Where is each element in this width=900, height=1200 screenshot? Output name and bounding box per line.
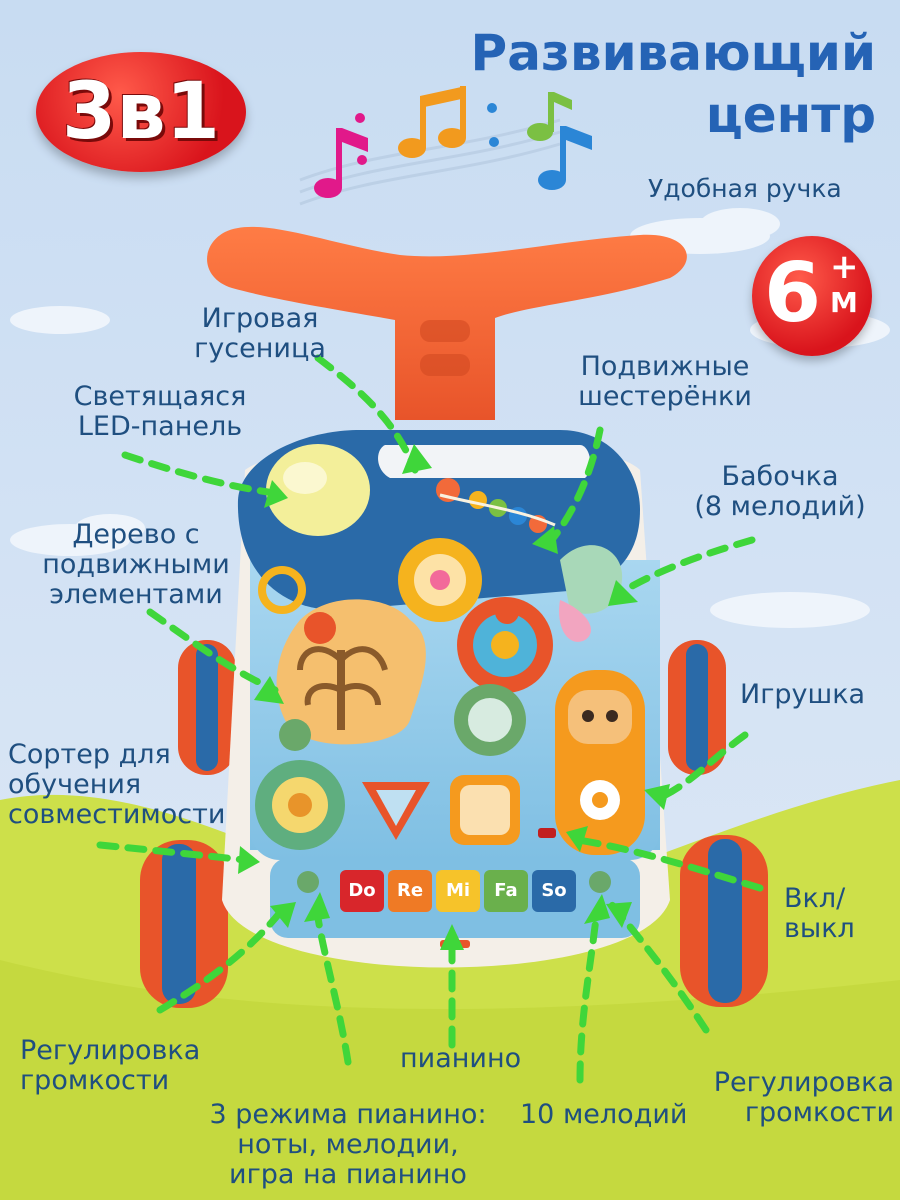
piano-key-so: So xyxy=(532,870,576,912)
wheels xyxy=(140,640,768,1008)
piano-key-re: Re xyxy=(388,870,432,912)
piano-key-do: Do xyxy=(340,870,384,912)
badge-3in1: 3в1 xyxy=(36,52,246,172)
label-melodies: 10 мелодий xyxy=(520,1099,688,1130)
badge-3in1-text: 3в1 xyxy=(62,67,220,157)
age-unit: М xyxy=(830,286,858,319)
age-plus: + xyxy=(830,247,859,287)
clouds xyxy=(10,208,890,628)
volume-button-right xyxy=(589,871,611,893)
label-gears: Подвижные шестерёнки xyxy=(578,351,752,412)
page-title: Развивающий центр xyxy=(470,24,876,144)
label-butterfly: Бабочка (8 мелодий) xyxy=(694,461,866,522)
label-sorter: Сортер для обучения совместимости xyxy=(8,739,226,830)
label-caterpillar: Игровая гусеница xyxy=(194,303,326,364)
label-tree: Дерево с подвижными элементами xyxy=(42,519,230,610)
age-number: 6 xyxy=(764,246,822,341)
piano-key-fa: Fa xyxy=(484,870,528,912)
label-volume-right: Регулировка громкости xyxy=(713,1067,894,1128)
gears xyxy=(398,538,553,756)
toy-phone xyxy=(555,670,645,855)
butterfly-toy xyxy=(559,545,623,642)
caterpillar xyxy=(436,478,556,533)
walker-handle xyxy=(207,226,687,420)
label-volume-left: Регулировка громкости xyxy=(20,1035,201,1096)
music-notes-icon xyxy=(299,86,592,206)
label-power: Вкл/ выкл xyxy=(784,883,855,944)
label-piano: пианино xyxy=(400,1043,522,1074)
label-led-panel: Светящаяся LED-панель xyxy=(73,381,247,442)
age-badge: 6 + М xyxy=(752,236,872,356)
label-handle: Удобная ручка xyxy=(648,174,842,203)
label-piano-modes: 3 режима пианино: ноты, мелодии, игра на… xyxy=(209,1099,487,1190)
volume-button-left xyxy=(297,871,319,893)
label-toy: Игрушка xyxy=(740,679,866,710)
tree-toy xyxy=(258,566,426,751)
piano-key-mi: Mi xyxy=(436,870,480,912)
sorter-shapes xyxy=(255,760,556,850)
arrow-heads xyxy=(238,444,670,950)
